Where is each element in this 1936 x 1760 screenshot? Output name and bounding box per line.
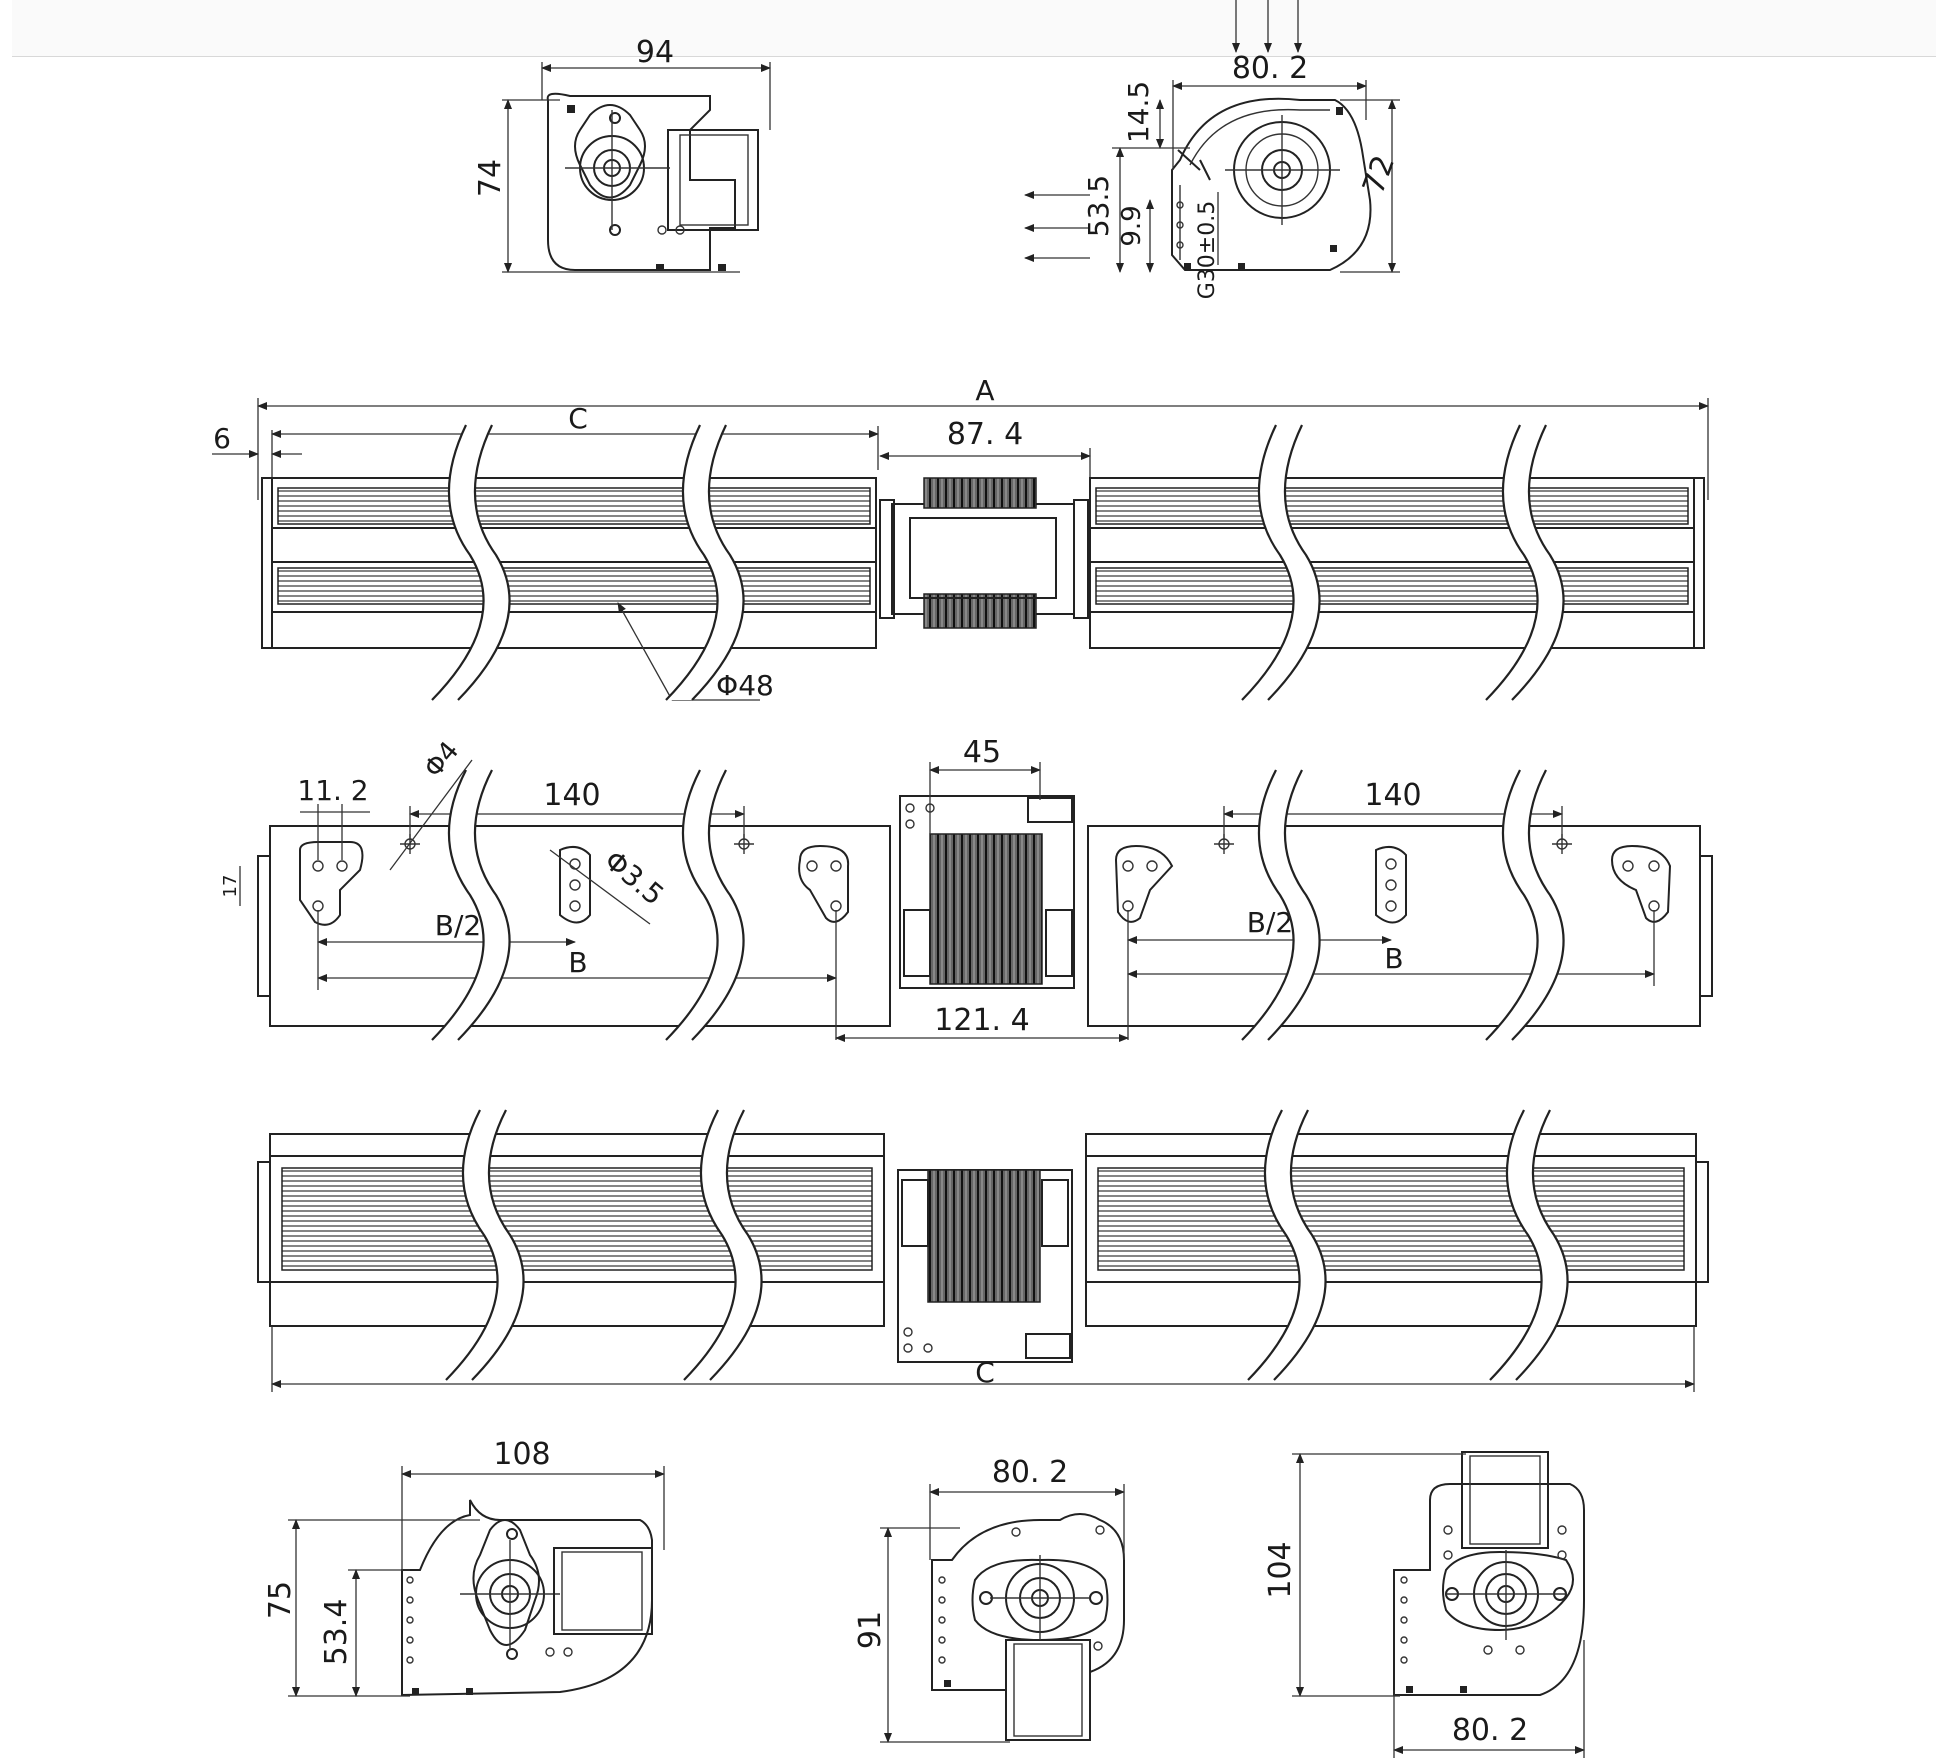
dim-91: 91	[853, 1611, 888, 1649]
dim-g30: G30±0.5	[1195, 201, 1220, 299]
dim-80-2-right: 80. 2	[1452, 1713, 1528, 1748]
dim-9-9: 9.9	[1117, 205, 1147, 246]
dim-140-right: 140	[1364, 778, 1421, 813]
bottom-right-end-view: 104 80. 2	[1263, 1451, 1585, 1758]
dim-b-half-right: B/2	[1247, 906, 1293, 939]
dim-c-rear: C	[975, 1356, 995, 1389]
dim-45: 45	[963, 735, 1001, 770]
dim-b-left: B	[568, 946, 587, 979]
dim-phi48: Φ48	[716, 669, 774, 702]
bottom-middle-end-view: 80. 2 91	[853, 1455, 1125, 1743]
dim-6: 6	[213, 422, 231, 455]
bottom-view: 140 140 11. 2 Φ4 Φ3.5 17 B/2 B B/2 B 121…	[220, 735, 1713, 1042]
dim-c-front: C	[568, 402, 588, 435]
dim-17: 17	[220, 875, 241, 898]
dim-80-2-top: 80. 2	[1232, 51, 1308, 86]
dim-140-left: 140	[543, 778, 600, 813]
top-left-end-view: 94 74	[473, 35, 771, 273]
dim-53-4: 53.4	[319, 1599, 354, 1666]
dim-108: 108	[493, 1437, 550, 1472]
dim-a: A	[975, 374, 994, 407]
bottom-left-end-view: 108 75 53.4	[263, 1437, 665, 1697]
dim-94: 94	[636, 35, 674, 70]
dim-53-5: 53.5	[1082, 175, 1115, 237]
dim-b-right: B	[1384, 942, 1403, 975]
dim-80-2-mid: 80. 2	[992, 1455, 1068, 1490]
dim-11-2: 11. 2	[297, 774, 368, 807]
dim-b-half-left: B/2	[435, 909, 481, 942]
dim-14-5: 14.5	[1122, 81, 1155, 143]
front-view: A C 6 87. 4	[212, 374, 1709, 702]
dim-121-4: 121. 4	[934, 1003, 1029, 1038]
dim-74: 74	[473, 159, 508, 197]
top-toolbar-strip	[12, 0, 1936, 57]
dim-87-4: 87. 4	[947, 417, 1023, 452]
rear-view: C	[257, 1109, 1709, 1392]
top-right-end-view: 80. 2 72 14.5 53.5 9.9 G30±0.5	[1024, 0, 1402, 299]
dim-104: 104	[1263, 1541, 1298, 1598]
dim-phi4: Φ4	[418, 736, 465, 784]
dim-75: 75	[263, 1581, 298, 1619]
